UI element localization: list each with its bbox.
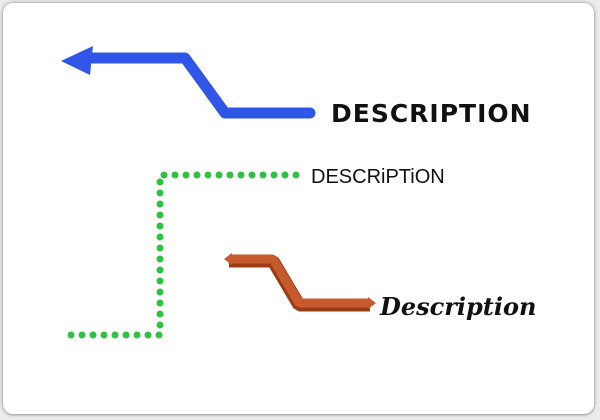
- blue-arrow: [61, 46, 316, 119]
- orange-connector: [224, 253, 376, 312]
- slide-canvas: DESCRIPTION DESCRiPTiON Description: [3, 3, 594, 414]
- description-label-handwritten: DESCRiPTiON: [311, 166, 445, 188]
- green-dotted-path: [56, 171, 300, 339]
- description-label-bold: DESCRIPTION: [331, 99, 532, 128]
- green-dotted-connector: [56, 171, 300, 339]
- blue-arrow-shaft: [87, 52, 316, 119]
- connector-diagram: [56, 46, 376, 339]
- description-label-blackletter: Description: [380, 292, 537, 321]
- blue-arrow-head: [61, 46, 93, 75]
- orange-connector-body: [231, 254, 368, 308]
- orange-connector-left-tip: [224, 253, 232, 265]
- orange-connector-right-tip: [368, 297, 376, 309]
